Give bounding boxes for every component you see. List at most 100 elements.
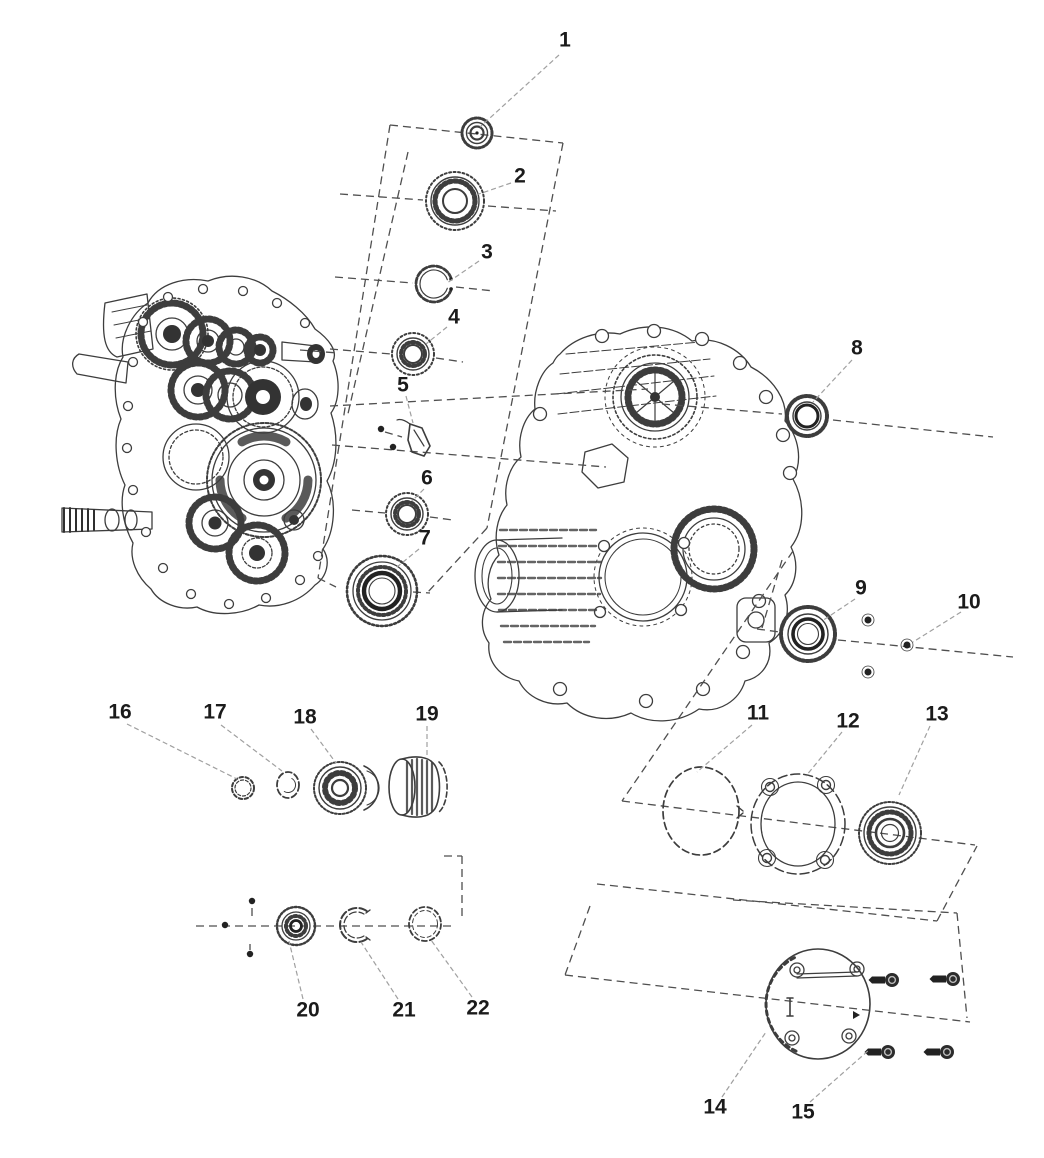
callout-label-20: 20 [296,999,319,1022]
part-5-stopper-bracket [396,418,431,457]
assembly-guide-line [455,286,495,292]
leader-line-17 [220,724,283,772]
assembly-guide-line [661,403,783,415]
leader-line-13 [898,725,931,796]
assembly-guide-line [761,559,783,629]
leader-line-10 [912,611,962,643]
leader-line-20 [288,940,304,1000]
callout-label-15: 15 [791,1101,815,1124]
housing-bolt-bosses [532,323,798,709]
bracket-screw-dot [377,425,385,433]
assembly-guide-line [329,348,392,355]
part-12-gasket-cover [750,773,846,875]
leader-line-21 [360,941,399,1000]
assembly-guide-line [329,388,649,407]
leader-line-18 [310,728,337,764]
assembly-guide-line [756,628,781,633]
leader-line-16 [126,723,238,780]
small-screw-dot [221,921,229,929]
assembly-guide-line [621,800,976,846]
bracket-screw-dot [389,443,397,451]
leader-line-11 [696,724,753,773]
guide-lines-layer [196,124,1014,1023]
assembly-guide-line [486,142,564,529]
callout-label-16: 16 [108,701,131,724]
callout-label-14: 14 [703,1096,727,1119]
assembly-guide-line [832,419,994,438]
callout-label-6: 6 [421,467,433,490]
callout-label-3: 3 [481,241,493,264]
part-4-ball-bearing [391,332,435,376]
leader-line-15 [809,1049,870,1103]
part-18-ball-bearing [313,761,380,815]
assembly-guide-line [331,444,607,468]
part-22-sealing-ring [408,906,442,942]
housing-illustration [474,323,803,722]
part-16-spacer-ring [231,776,255,800]
part-19-needle-bearing [388,756,448,818]
assembly-guide-line [384,431,403,438]
leader-line-14 [721,1031,767,1098]
callout-label-7: 7 [419,527,431,550]
part-9-oil-seal [779,605,837,663]
assembly-guide-line [621,550,794,802]
leader-line-2 [472,182,512,197]
assembly-guide-line [317,124,391,579]
callout-label-9: 9 [855,577,867,600]
callout-label-4: 4 [448,306,460,329]
leader-line-4 [425,326,448,345]
assembly-guide-line [564,905,591,976]
callout-label-1: 1 [559,29,571,52]
callout-label-11: 11 [747,702,770,725]
callout-label-2: 2 [514,165,526,188]
assembly-guide-line [339,193,424,201]
part-17-spacer-ring [276,771,300,799]
part-14-end-cover [764,948,871,1060]
callout-label-12: 12 [836,710,859,733]
leader-line-1 [479,54,560,128]
leader-line-8 [812,359,853,403]
callout-label-13: 13 [925,703,948,726]
assembly-guide-line [427,527,488,593]
small-screw-dot [246,950,254,958]
part-21-snap-ring [339,907,371,943]
gear-assembly-illustration [61,275,339,615]
callout-label-17: 17 [203,701,226,724]
assembly-guide-line [435,357,464,363]
part-15-bolt-set [864,972,960,1059]
callout-label-18: 18 [293,706,317,729]
assembly-guide-line [596,883,938,922]
assembly-guide-line [429,516,454,521]
assembly-guide-line [389,124,564,144]
part-3-snap-ring [414,264,453,304]
callout-label-19: 19 [415,703,438,726]
leader-line-9 [821,598,856,622]
leader-line-22 [430,939,473,998]
assembly-guide-line [936,845,978,922]
callout-label-22: 22 [466,997,489,1020]
callout-label-21: 21 [392,999,416,1022]
leader-line-12 [805,731,843,777]
part-8-oil-seal [785,394,829,438]
leader-lines-layer [126,54,962,1103]
small-screw-dot [248,897,256,905]
leader-line-3 [446,260,480,284]
assembly-guide-line [351,509,386,514]
part-10-screw-set [861,613,914,679]
callout-label-10: 10 [957,591,980,614]
part-11-o-ring [662,766,744,856]
part-1-hex-nut [460,116,494,150]
assembly-guide-line [732,899,958,914]
part-13-ball-bearing [858,801,922,865]
assembly-guide-line [334,276,414,284]
flange-bolt-holes [121,283,324,610]
part-2-ball-bearing [425,171,485,231]
leader-line-7 [396,548,420,568]
callout-label-5: 5 [397,374,409,397]
assembly-guide-line [487,205,557,212]
assembly-guide-line [837,639,1014,658]
assembly-guide-line [564,974,971,1023]
callout-label-8: 8 [851,337,863,360]
